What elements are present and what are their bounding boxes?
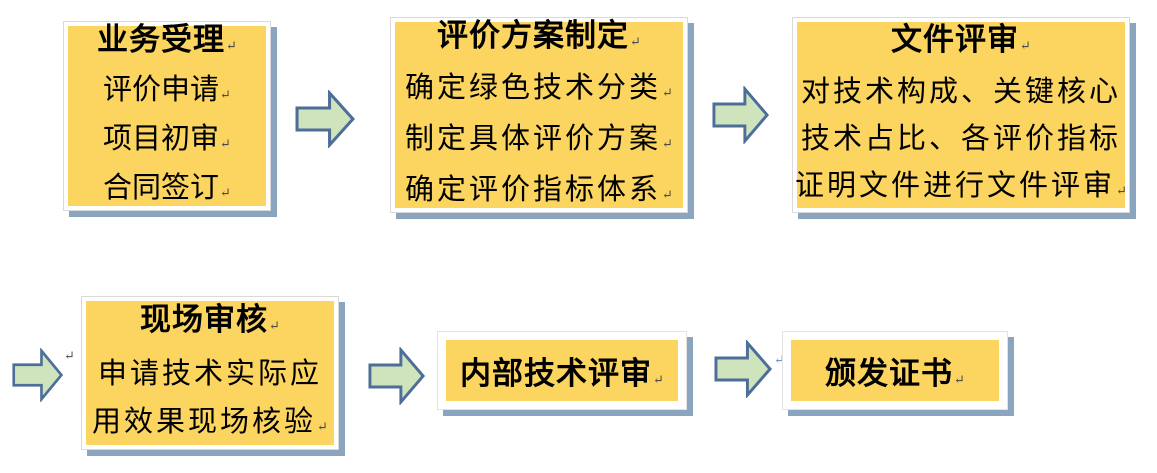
step-box-fill: 现场审核↵ 申请技术实际应 用效果现场核验↵ bbox=[86, 301, 334, 445]
paragraph-mark: ↵ bbox=[954, 372, 965, 387]
step-title: 颁发证书↵ bbox=[825, 348, 965, 393]
step-box-evaluation-plan: 评价方案制定↵ 确定绿色技术分类↵ 制定具体评价方案↵ 确定评价指标体系↵ bbox=[390, 17, 688, 213]
step-line-text: 项目初审 bbox=[103, 123, 220, 155]
step-line-text: 合同签订 bbox=[103, 172, 220, 204]
paragraph-mark: ↵ bbox=[1020, 38, 1031, 53]
step-line: 制定具体评价方案↵ bbox=[405, 116, 673, 167]
step-title: 文件评审↵ bbox=[891, 16, 1031, 69]
step-line: 确定评价指标体系↵ bbox=[405, 167, 673, 218]
step-line: 项目初审↵ bbox=[103, 117, 231, 166]
right-arrow-icon bbox=[714, 340, 773, 398]
step-title-text: 评价方案制定 bbox=[437, 18, 630, 53]
step-line-text: 对技术构成、关键核心 bbox=[800, 76, 1121, 108]
step-box-document-review: 文件评审↵ 对技术构成、关键核心 技术占比、各评价指标 证明文件进行文件评审↵ bbox=[792, 17, 1130, 213]
paragraph-mark: ↵ bbox=[220, 185, 231, 200]
step-line: 确定绿色技术分类↵ bbox=[405, 65, 673, 116]
paragraph-mark: ↵ bbox=[269, 317, 280, 333]
paragraph-mark: ↵ bbox=[662, 136, 673, 151]
step-title: 业务受理↵ bbox=[97, 17, 237, 68]
paragraph-mark: ↵ bbox=[317, 418, 328, 434]
step-line-text: 技术占比、各评价指标 bbox=[800, 123, 1121, 155]
step-line: 合同签订↵ bbox=[103, 166, 231, 215]
step-title: 内部技术评审↵ bbox=[460, 348, 664, 393]
step-box-business-acceptance: 业务受理↵ 评价申请↵ 项目初审↵ 合同签订↵ bbox=[63, 21, 271, 211]
step-line: 证明文件进行文件评审↵ bbox=[795, 163, 1127, 214]
paragraph-mark: ↵ bbox=[226, 38, 237, 53]
step-line-text: 用效果现场核验 bbox=[92, 405, 317, 438]
step-box-fill: 评价方案制定↵ 确定绿色技术分类↵ 制定具体评价方案↵ 确定评价指标体系↵ bbox=[395, 18, 683, 208]
step-title-text: 颁发证书 bbox=[825, 356, 954, 391]
step-box-fill: 颁发证书↵ bbox=[791, 340, 999, 401]
step-box-fill: 业务受理↵ 评价申请↵ 项目初审↵ 合同签订↵ bbox=[68, 22, 266, 206]
step-box-onsite-audit: 现场审核↵ 申请技术实际应 用效果现场核验↵ bbox=[81, 296, 339, 450]
paragraph-mark: ↵ bbox=[653, 372, 664, 387]
step-box-internal-technical-review: 内部技术评审↵ bbox=[437, 331, 687, 410]
step-line-text: 证明文件进行文件评审 bbox=[795, 170, 1116, 202]
step-title-text: 文件评审 bbox=[891, 22, 1020, 57]
step-line: 用效果现场核验↵ bbox=[92, 398, 328, 451]
step-title: 评价方案制定↵ bbox=[437, 12, 641, 65]
paragraph-mark: ↵ bbox=[220, 87, 231, 102]
paragraph-mark: ↵ bbox=[774, 352, 785, 367]
paragraph-mark: ↵ bbox=[220, 136, 231, 151]
right-arrow-icon bbox=[12, 348, 64, 402]
step-title-text: 现场审核 bbox=[140, 301, 269, 337]
step-box-fill: 文件评审↵ 对技术构成、关键核心 技术占比、各评价指标 证明文件进行文件评审↵ bbox=[795, 22, 1127, 208]
step-line-text: 评价申请 bbox=[103, 74, 220, 106]
paragraph-mark: ↵ bbox=[64, 348, 75, 363]
right-arrow-icon bbox=[712, 86, 770, 144]
paragraph-mark: ↵ bbox=[662, 85, 673, 100]
step-title-text: 业务受理 bbox=[97, 22, 226, 57]
step-line-text: 确定绿色技术分类 bbox=[405, 72, 662, 104]
right-arrow-icon bbox=[295, 90, 356, 148]
paragraph-mark: ↵ bbox=[1116, 183, 1127, 198]
step-line-text: 确定评价指标体系 bbox=[405, 174, 662, 206]
step-line-text: 制定具体评价方案 bbox=[405, 123, 662, 155]
step-line: 评价申请↵ bbox=[103, 68, 231, 117]
step-line-text: 申请技术实际应 bbox=[97, 357, 322, 390]
step-box-certificate-issuance: 颁发证书↵ bbox=[782, 331, 1008, 410]
right-arrow-icon bbox=[368, 347, 426, 405]
step-line: 技术占比、各评价指标 bbox=[801, 116, 1121, 163]
step-line: 对技术构成、关键核心 bbox=[801, 69, 1121, 116]
step-title-text: 内部技术评审 bbox=[460, 356, 653, 391]
paragraph-mark: ↵ bbox=[630, 34, 641, 49]
step-title: 现场审核↵ bbox=[140, 296, 280, 350]
step-box-fill: 内部技术评审↵ bbox=[446, 340, 678, 401]
step-line: 申请技术实际应 bbox=[98, 350, 322, 398]
paragraph-mark: ↵ bbox=[662, 187, 673, 202]
